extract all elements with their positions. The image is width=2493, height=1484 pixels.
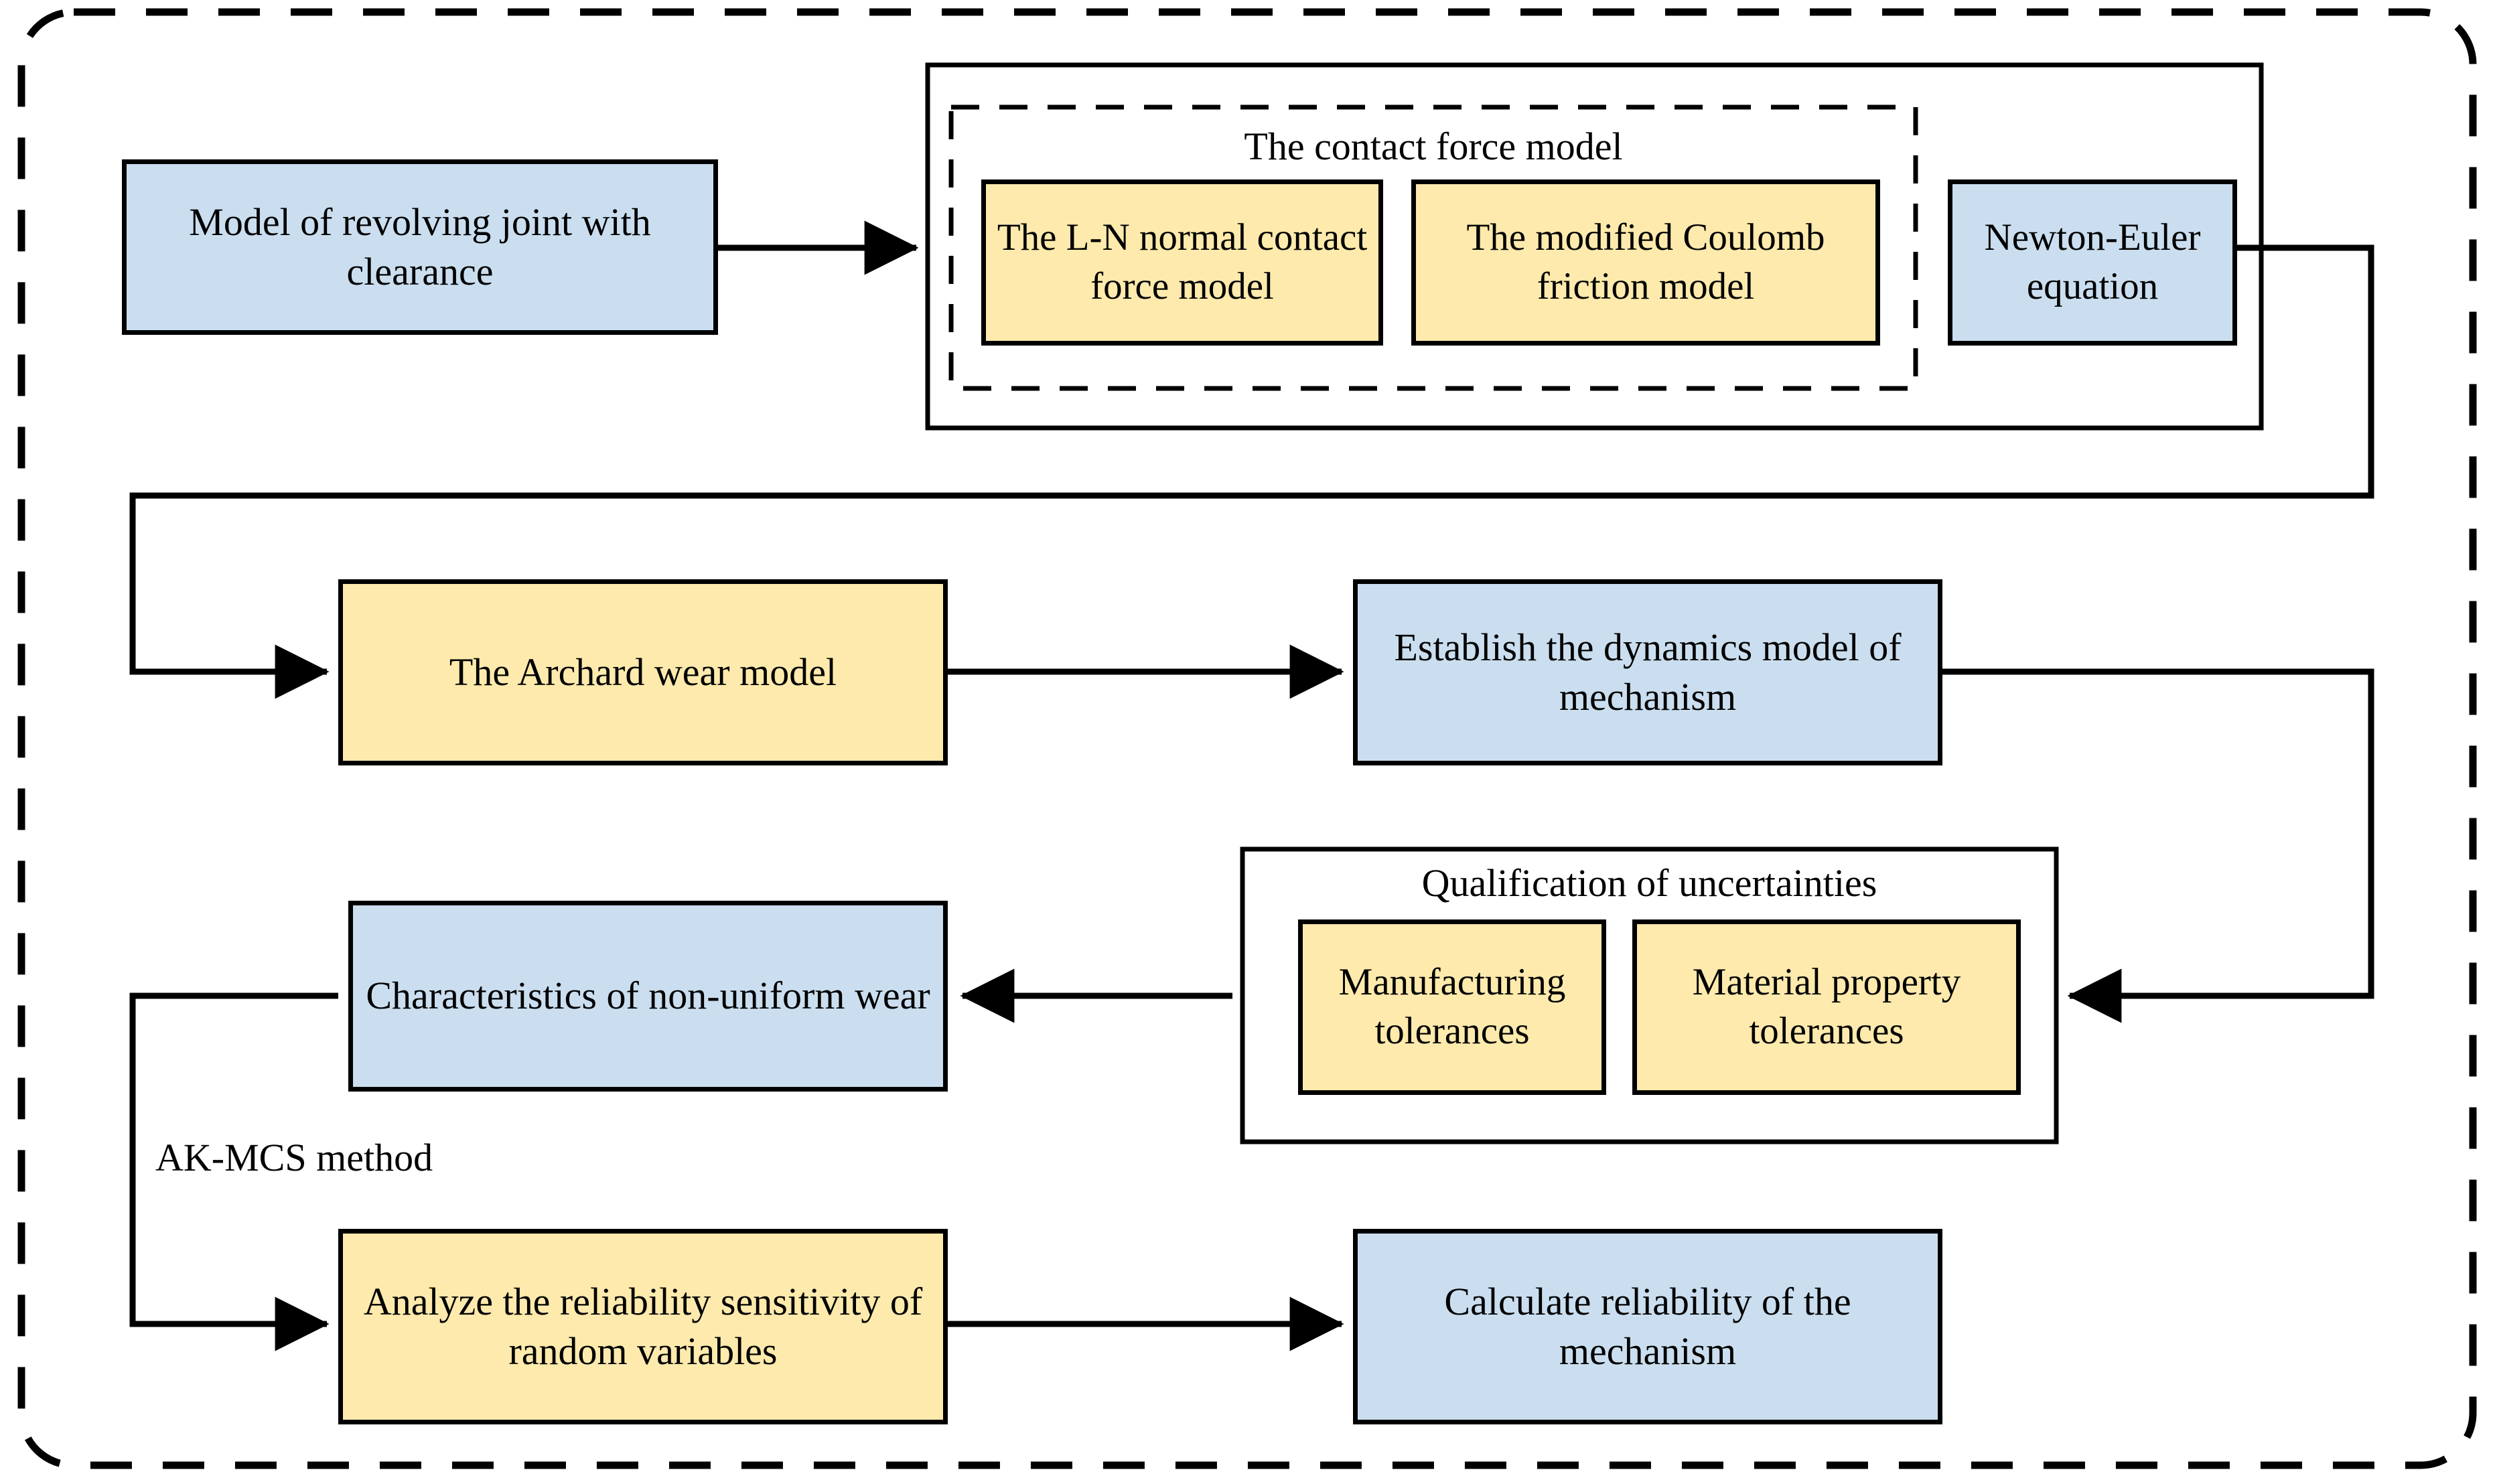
node-label: Newton-Euler equation (1984, 216, 2201, 307)
node-label: Material property tolerances (1692, 961, 1961, 1052)
node-newton-euler-equation[interactable]: Newton-Euler equation (1948, 179, 2237, 346)
uncertainty-group-label: Qualification of uncertainties (1421, 861, 1877, 905)
ak-mcs-method-label: AK-MCS method (155, 1136, 433, 1179)
node-establish-dynamics-model[interactable]: Establish the dynamics model of mechanis… (1353, 579, 1942, 765)
node-label: Calculate reliability of the mechanism (1444, 1279, 1851, 1373)
node-calculate-reliability-of-mechanism[interactable]: Calculate reliability of the mechanism (1353, 1229, 1942, 1424)
node-ln-normal-contact-force-model[interactable]: The L-N normal contact force model (981, 179, 1383, 346)
node-modified-coulomb-friction-model[interactable]: The modified Coulomb friction model (1411, 179, 1880, 346)
node-analyze-reliability-sensitivity[interactable]: Analyze the reliability sensitivity of r… (338, 1229, 948, 1424)
edge-dynamics-to-uncertainty (1942, 668, 2374, 1023)
node-label: Characteristics of non-uniform wear (366, 974, 930, 1018)
node-label: The Archard wear model (449, 650, 837, 694)
contact-force-model-group-label: The contact force model (1244, 125, 1623, 168)
node-label: Establish the dynamics model of mechanis… (1394, 625, 1902, 719)
node-material-property-tolerances[interactable]: Material property tolerances (1632, 919, 2021, 1095)
node-label: The L-N normal contact force model (997, 216, 1368, 307)
node-label: The modified Coulomb friction model (1466, 216, 1825, 307)
contact-force-inner-dashed-frame (948, 104, 1918, 391)
node-manufacturing-tolerances[interactable]: Manufacturing tolerances (1298, 919, 1606, 1095)
edge-nonuniform-to-sensitivity (129, 992, 338, 1351)
node-label: Manufacturing tolerances (1338, 961, 1566, 1052)
node-archard-wear-model[interactable]: The Archard wear model (338, 579, 948, 765)
edge-newton-to-archard (129, 244, 2374, 699)
uncertainty-group-frame (1240, 846, 2059, 1144)
node-model-of-revolving-joint[interactable]: Model of revolving joint with clearance (122, 159, 718, 335)
node-label: Model of revolving joint with clearance (189, 200, 651, 293)
node-characteristics-of-non-uniform-wear[interactable]: Characteristics of non-uniform wear (348, 901, 948, 1092)
node-label: Analyze the reliability sensitivity of r… (363, 1279, 923, 1373)
outer-dashed-frame (17, 8, 2477, 1469)
